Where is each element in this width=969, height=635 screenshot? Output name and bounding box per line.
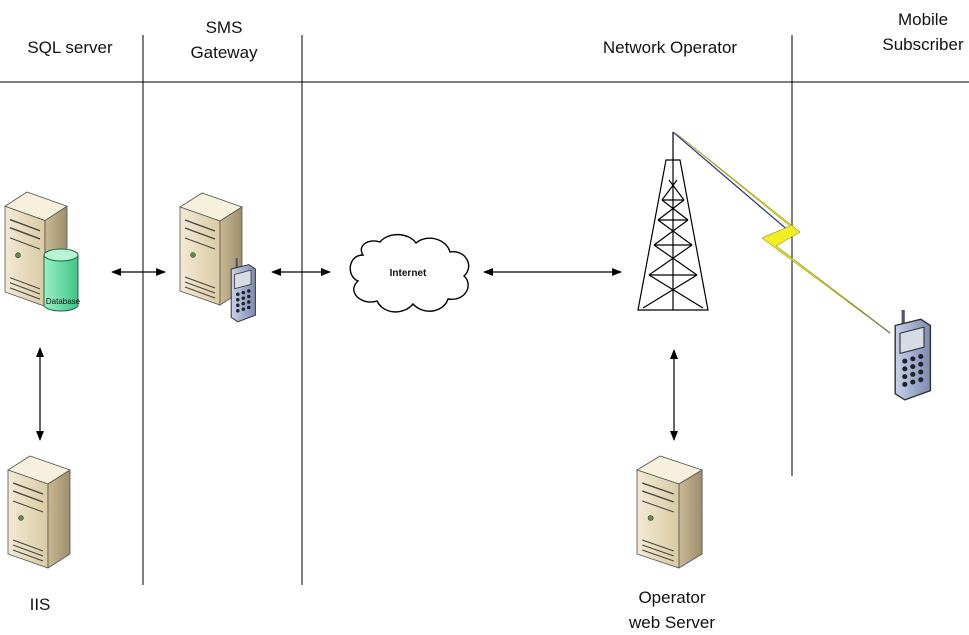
- operator-web-server-icon: [636, 455, 703, 569]
- operator-server-label-line1: Operator: [638, 588, 705, 607]
- lane-label-sql-server: SQL server: [27, 38, 113, 57]
- subscriber-mobile-phone-icon: [894, 309, 932, 401]
- antenna-tower-icon: [637, 132, 709, 311]
- lane-label-sms-gateway-line1: SMS: [206, 18, 243, 37]
- internet-label: Internet: [390, 268, 427, 279]
- database-label: Database: [46, 297, 81, 306]
- lane-label-network-operator: Network Operator: [603, 38, 737, 57]
- lane-label-mobile-subscriber-line2: Subscriber: [882, 35, 964, 54]
- iis-label: IIS: [30, 595, 51, 614]
- lightning-icon: [672, 131, 891, 334]
- database-icon: [43, 248, 79, 312]
- lane-label-mobile-subscriber-line1: Mobile: [898, 10, 948, 29]
- cloud-icon: [349, 233, 470, 313]
- iis-server-icon: [7, 455, 71, 569]
- operator-server-label-line2: web Server: [628, 613, 715, 632]
- lane-label-sms-gateway-line2: Gateway: [190, 43, 258, 62]
